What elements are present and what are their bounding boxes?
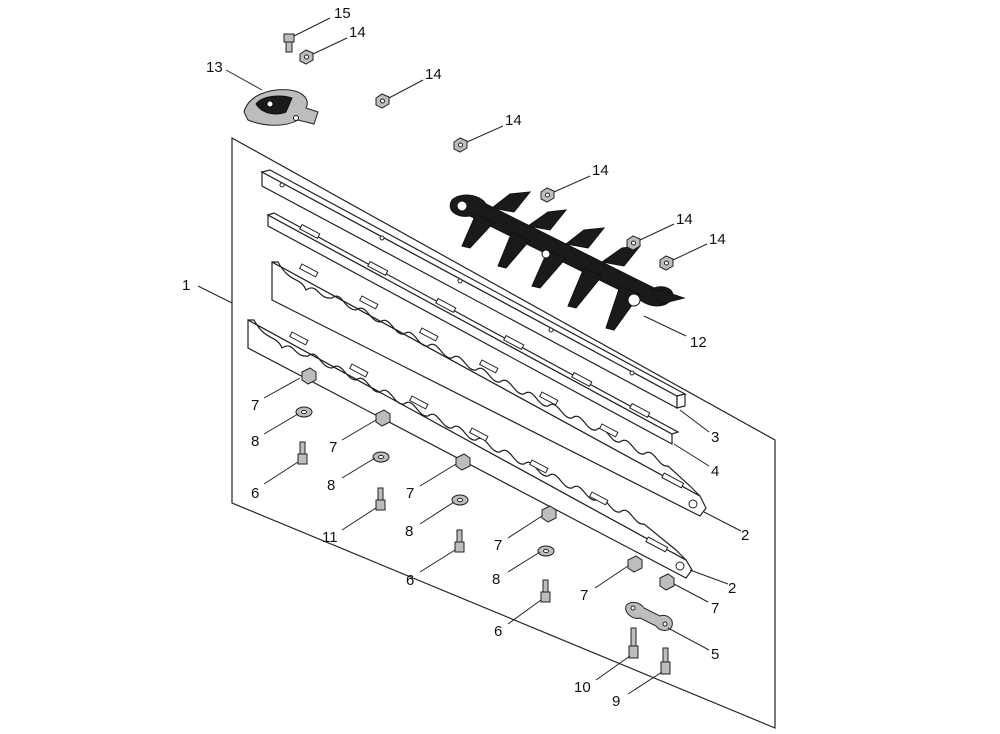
callout-6-a: 6 <box>251 485 259 502</box>
callout-6-b: 6 <box>406 572 414 589</box>
callout-1: 1 <box>182 277 190 294</box>
rail-bar-part-3 <box>260 169 687 410</box>
collar-part-7-d <box>541 505 557 523</box>
callout-14-f: 14 <box>709 231 726 248</box>
bolt-part-9 <box>660 647 671 675</box>
callout-14-b: 14 <box>425 66 442 83</box>
callout-13: 13 <box>206 59 223 76</box>
bolt-part-6-b <box>454 529 465 553</box>
spacer-plate-part-4 <box>266 212 680 446</box>
callout-8-d: 8 <box>492 571 500 588</box>
callout-9: 9 <box>612 693 620 710</box>
bolt-part-6-c <box>540 579 551 603</box>
clamp-plate-part-5 <box>625 601 673 631</box>
callout-2-lower: 2 <box>728 580 736 597</box>
collar-part-7-c <box>455 453 471 471</box>
callout-8-a: 8 <box>251 433 259 450</box>
collar-part-7-a <box>301 367 317 385</box>
bolt-part-11 <box>375 487 386 511</box>
nut-part-14-b <box>375 93 390 109</box>
blade-guard-part-12 <box>449 191 686 331</box>
cutter-blade-upper-part-2 <box>271 260 707 517</box>
callout-14-a: 14 <box>349 24 366 41</box>
callout-8-c: 8 <box>405 523 413 540</box>
callout-5: 5 <box>711 646 719 663</box>
callout-11: 11 <box>322 529 338 546</box>
washer-part-8-b <box>372 451 390 463</box>
callout-labels: 1 2 2 3 4 5 6 6 6 7 7 7 7 7 7 8 8 8 8 9 … <box>182 5 749 710</box>
callout-3: 3 <box>711 429 719 446</box>
callout-12: 12 <box>690 334 707 351</box>
collar-part-7-e <box>627 555 643 573</box>
cutter-blade-lower-part-2 <box>247 318 693 579</box>
callout-2-upper: 2 <box>741 527 749 544</box>
assembly-frame <box>231 136 776 729</box>
callout-7-f: 7 <box>711 600 719 617</box>
washer-part-8-c <box>451 494 469 506</box>
leader-lines <box>197 17 742 695</box>
callout-14-e: 14 <box>676 211 693 228</box>
callout-7-b: 7 <box>329 439 337 456</box>
callout-15: 15 <box>334 5 351 22</box>
nut-part-14-a <box>299 49 314 65</box>
callout-14-d: 14 <box>592 162 609 179</box>
callout-7-c: 7 <box>406 485 414 502</box>
bolt-part-6-a <box>297 441 308 465</box>
nut-part-14-e <box>626 235 641 251</box>
bolt-part-15 <box>283 33 295 53</box>
nut-part-14-f <box>659 255 674 271</box>
bolt-part-10 <box>628 627 639 659</box>
callout-7-e: 7 <box>580 587 588 604</box>
collar-part-7-f <box>659 573 675 591</box>
washer-part-8-d <box>537 545 555 557</box>
nut-part-14-c <box>453 137 468 153</box>
callout-6-c: 6 <box>494 623 502 640</box>
callout-4: 4 <box>711 463 719 480</box>
nut-part-14-d <box>540 187 555 203</box>
callout-8-b: 8 <box>327 477 335 494</box>
callout-14-c: 14 <box>505 112 522 129</box>
washer-part-8-a <box>295 406 313 418</box>
callout-7-a: 7 <box>251 397 259 414</box>
callout-10: 10 <box>574 679 591 696</box>
collar-part-7-b <box>375 409 391 427</box>
guard-cap-part-13 <box>243 89 319 126</box>
callout-7-d: 7 <box>494 537 502 554</box>
